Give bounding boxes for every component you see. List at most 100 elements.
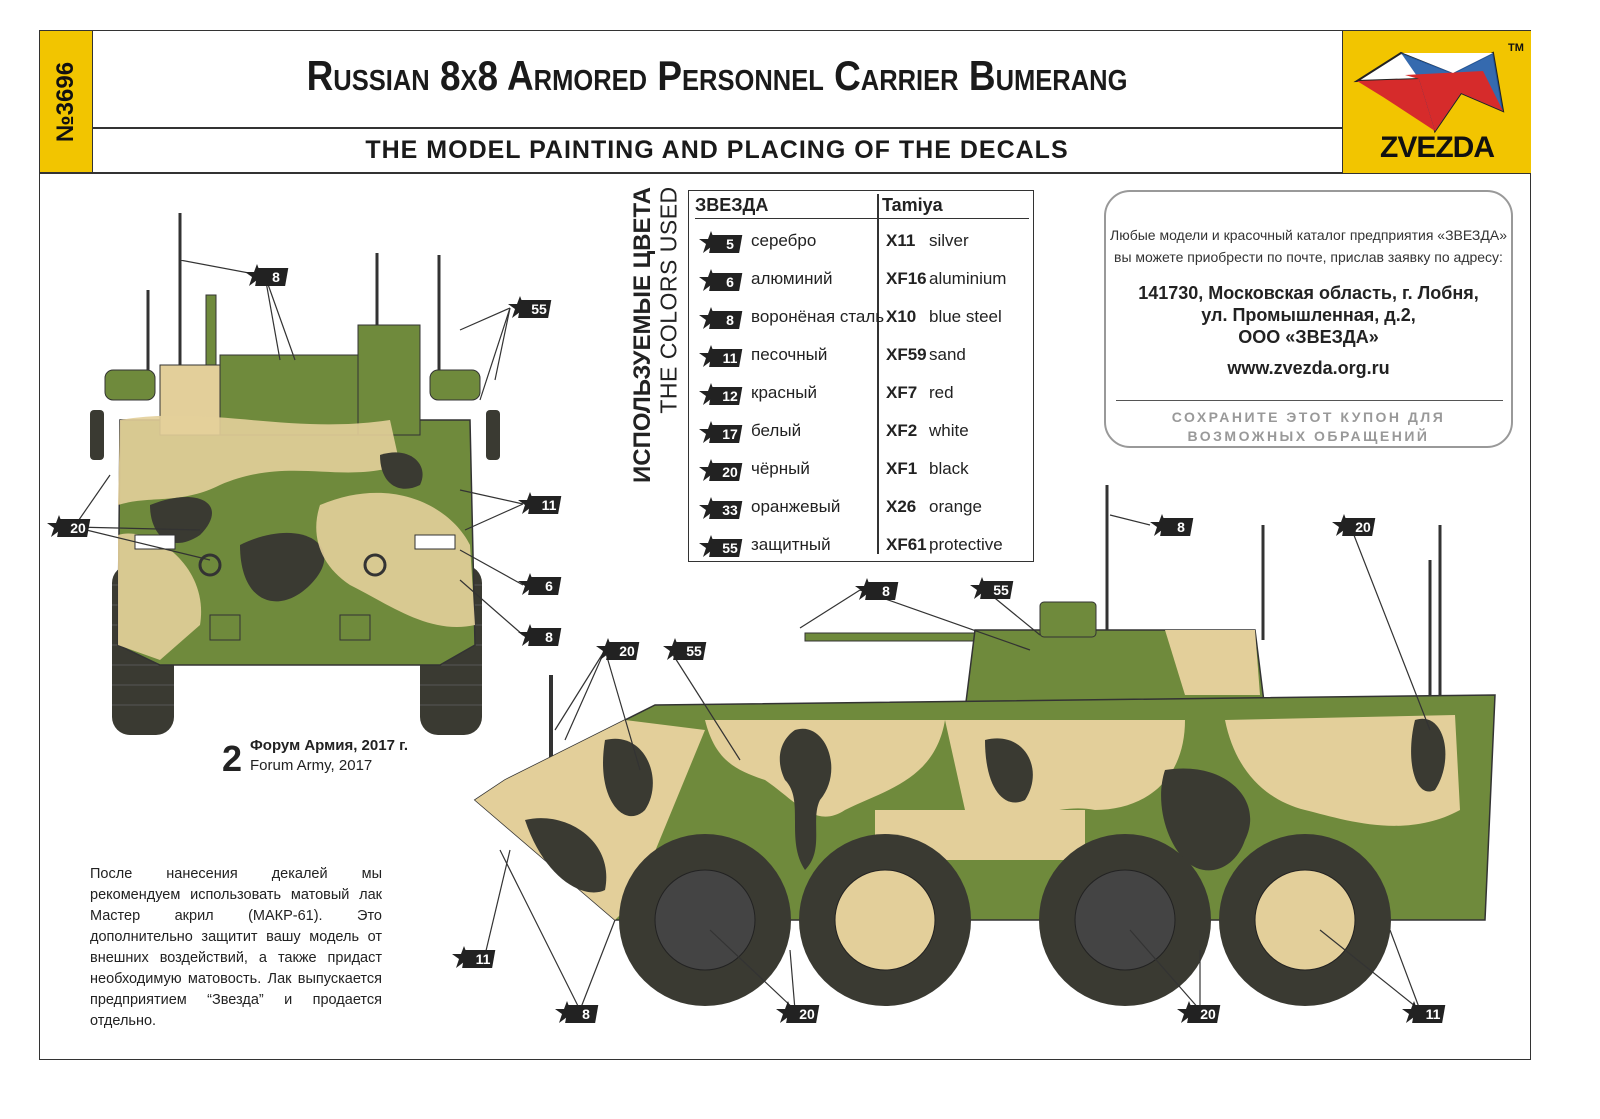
side-callout-55-turret: 55	[970, 577, 1018, 606]
tamiya-code: X10	[886, 307, 917, 326]
star-badge-icon: 55	[699, 535, 743, 557]
trademark: TM	[1508, 42, 1524, 54]
star-badge-icon: 20	[47, 515, 91, 537]
tamiya-code: XF59	[886, 345, 927, 364]
star-badge-icon: 8	[518, 624, 562, 646]
color-name-ru: песочный	[751, 345, 828, 364]
svg-text:11: 11	[542, 497, 557, 513]
color-name-ru: алюминий	[751, 269, 833, 288]
star-badge-icon: 8	[855, 578, 899, 600]
page-frame	[39, 30, 1531, 1060]
side-callout-20-wheel2: 20	[1177, 1001, 1225, 1030]
svg-text:8: 8	[1177, 519, 1185, 535]
svg-text:11: 11	[1426, 1006, 1441, 1022]
order-info-text: Любые модели и красочный каталог предпри…	[1110, 227, 1507, 265]
svg-text:8: 8	[882, 583, 890, 599]
front-callouts	[73, 260, 524, 636]
color-name-en: red	[929, 383, 954, 402]
tamiya-code: XF7	[886, 383, 918, 402]
page-title: Russian 8x8 Armored Personnel Carrier Bu…	[306, 52, 1128, 99]
side-view-vehicle	[473, 485, 1496, 1006]
postal-address: 141730, Московская область, г. Лобня,ул.…	[1138, 283, 1479, 347]
svg-text:8: 8	[272, 269, 280, 285]
scheme-caption-en: Forum Army, 2017	[250, 757, 373, 774]
front-callout-8-top: 8	[245, 264, 293, 293]
tamiya-column-header: Tamiya	[882, 195, 943, 215]
star-badge-icon: 55	[970, 577, 1014, 599]
side-callout-20-rear: 20	[1332, 514, 1380, 543]
side-callout-20-front: 20	[596, 638, 644, 667]
svg-text:20: 20	[1200, 1006, 1216, 1022]
side-callout-11-rear: 11	[1402, 1001, 1450, 1030]
star-badge-icon: 8	[555, 1001, 599, 1023]
svg-text:20: 20	[70, 520, 86, 536]
varnish-note: После нанесения декалей мы рекомендуем и…	[90, 866, 382, 1029]
tamiya-code: XF1	[886, 459, 918, 478]
color-row: 33 оранжевый X26 orange	[689, 491, 1035, 525]
svg-text:8: 8	[545, 629, 553, 645]
star-badge-icon: 6	[518, 573, 562, 595]
star-badge-icon: 20	[596, 638, 640, 660]
star-badge-icon: 55	[663, 638, 707, 660]
svg-text:55: 55	[722, 540, 738, 556]
star-badge-icon: 20	[1177, 1001, 1221, 1023]
side-callout-8-bottom: 8	[555, 1001, 603, 1030]
svg-text:11: 11	[723, 350, 738, 366]
catalog-number-strip: №3696	[40, 31, 93, 173]
color-name-ru: оранжевый	[751, 497, 841, 516]
star-badge-icon: 11	[452, 946, 496, 968]
color-name-en: silver	[929, 231, 969, 250]
tamiya-code: X11	[886, 231, 916, 250]
color-name-ru: белый	[751, 421, 802, 440]
star-badge-icon: 8	[245, 264, 289, 286]
color-name-ru: чёрный	[751, 459, 810, 478]
star-badge-icon: 20	[699, 459, 743, 481]
front-callout-6: 6	[518, 573, 566, 602]
svg-text:20: 20	[799, 1006, 815, 1022]
svg-text:33: 33	[722, 502, 738, 518]
star-badge-icon: 11	[518, 492, 562, 514]
zvezda-logo: TM ZVEZDA	[1342, 31, 1531, 173]
color-name-en: orange	[929, 497, 982, 516]
side-callout-8-antenna: 8	[1150, 514, 1198, 543]
header-divider	[92, 127, 1342, 129]
table-column-divider	[877, 194, 879, 554]
svg-text:55: 55	[686, 643, 702, 659]
svg-text:12: 12	[722, 388, 738, 404]
color-name-en: blue steel	[929, 307, 1002, 326]
svg-text:55: 55	[531, 301, 547, 317]
star-badge-icon: 11	[699, 345, 743, 367]
zvezda-star-flag-icon: TM ZVEZDA	[1353, 42, 1524, 164]
tamiya-code: XF2	[886, 421, 918, 440]
side-callouts-lines	[484, 514, 1431, 1011]
tamiya-code: XF16	[886, 269, 927, 288]
front-callout-20: 20	[47, 515, 95, 544]
tamiya-code: X26	[886, 497, 917, 516]
star-badge-icon: 11	[1402, 1001, 1446, 1023]
wheels	[619, 834, 1391, 1006]
coupon-divider	[1116, 400, 1503, 401]
svg-text:11: 11	[476, 951, 491, 967]
star-badge-icon: 33	[699, 497, 743, 519]
front-callout-8-bottom: 8	[518, 624, 566, 653]
scheme-caption-ru: Форум Армия, 2017 г.	[250, 737, 408, 754]
front-view-vehicle	[90, 213, 500, 735]
front-callout-11: 11	[518, 492, 566, 521]
star-badge-icon: 8	[699, 307, 743, 329]
side-callout-8-gun: 8	[855, 578, 903, 607]
star-badge-icon: 8	[1150, 514, 1194, 536]
website-link[interactable]: www.zvezda.org.ru	[1227, 358, 1390, 378]
star-badge-icon: 55	[508, 296, 552, 318]
scheme-number: 2	[222, 738, 243, 779]
side-callout-55-front: 55	[663, 638, 711, 667]
color-name-en: sand	[929, 345, 966, 364]
svg-text:17: 17	[722, 426, 738, 442]
side-callout-20-wheel1: 20	[776, 1001, 824, 1030]
